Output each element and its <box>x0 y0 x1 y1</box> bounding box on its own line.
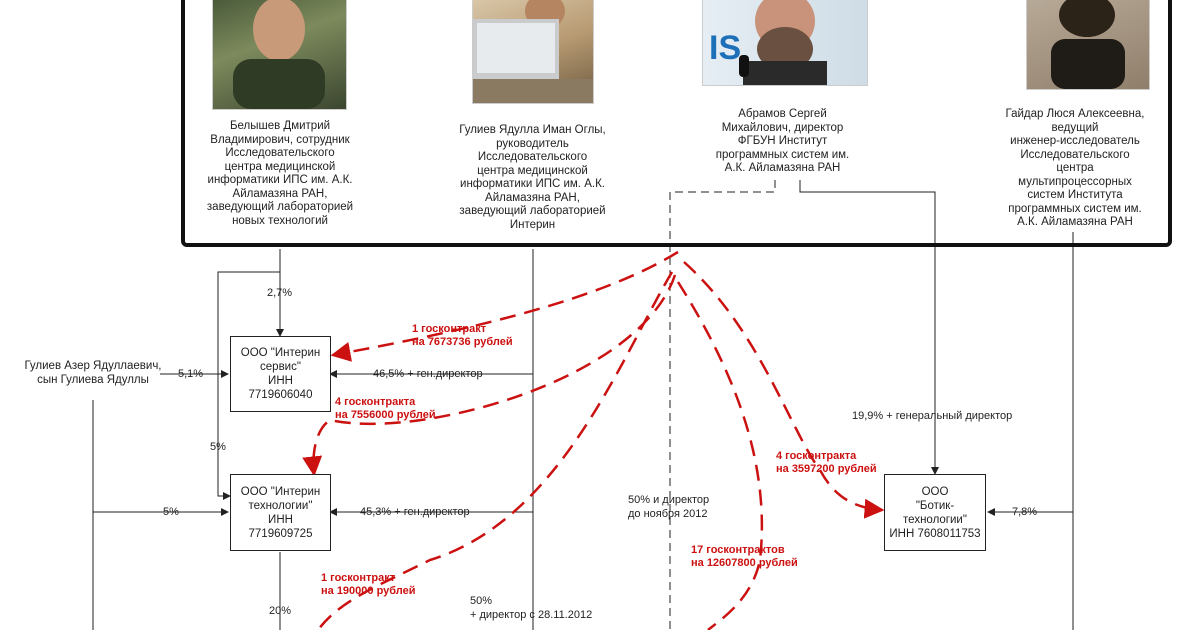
contract-label-c5: 1 госконтракт на 190000 рублей <box>321 572 416 597</box>
label-guliev-service: 46,5% + ген.директор <box>373 368 483 380</box>
caption-gaydar: Гайдар Люся Алексеевна, ведущий инженер-… <box>1005 108 1145 228</box>
contract-label-c2: 4 госконтракта на 7556000 рублей <box>335 396 436 421</box>
photo-guliev <box>472 0 594 104</box>
employees-frame <box>181 0 1172 247</box>
label-son-service: 5,1% <box>178 368 204 380</box>
photo-belyshev <box>212 0 347 110</box>
line-abramov-botik <box>799 180 939 475</box>
company-botik: ООО "Ботик-технологии" ИНН 7608011753 <box>884 474 986 551</box>
portrait-icon <box>1051 0 1125 89</box>
label-tech-down: 20% <box>269 605 292 617</box>
contract-arrow-c5 <box>316 271 674 630</box>
label-bottom-share: 50% + директор с 28.11.2012 <box>470 595 593 621</box>
portrait-icon: IS <box>709 0 827 85</box>
label-gaydar-botik: 7,8% <box>1012 506 1038 518</box>
portrait-icon <box>233 0 325 109</box>
contract-arrow-c2 <box>302 274 677 477</box>
portrait-icon <box>473 0 593 103</box>
svg-text:IS: IS <box>709 29 741 67</box>
contract-label-c4: 17 госконтрактов на 12607800 рублей <box>691 544 798 569</box>
label-son-tech: 5% <box>163 506 179 518</box>
caption-guliev: Гулиев Ядулла Иман Оглы, руководитель Ис… <box>459 124 606 231</box>
line-gaydar-botik <box>987 232 1074 516</box>
label-abramov-botik: 19,9% + генеральный директор <box>852 410 1013 422</box>
company-interin-service: ООО "Интерин сервис" ИНН 7719606040 <box>230 336 331 412</box>
contract-label-c3: 4 госконтракта на 3597200 рублей <box>776 450 877 475</box>
photo-gaydar <box>1026 0 1150 90</box>
line-belyshev-tech <box>217 271 280 500</box>
label-service-tech: 5% <box>210 441 226 453</box>
company-interin-tech: ООО "Интерин технологии" ИНН 7719609725 <box>230 474 331 551</box>
label-belyshev-share: 2,7% <box>267 287 293 299</box>
caption-abramov: Абрамов Сергей Михайлович, директор ФГБУ… <box>715 108 850 174</box>
caption-son: Гулиев Азер Ядуллаевич, сын Гулиева Ядул… <box>24 360 162 386</box>
contract-label-c1: 1 госконтракт на 7673736 рублей <box>412 323 513 348</box>
caption-belyshev: Белышев Дмитрий Владимирович, сотрудник … <box>206 120 354 227</box>
contract-arrow-c1 <box>330 250 679 362</box>
label-dashed-share: 50% и директор до ноября 2012 <box>628 494 710 520</box>
label-guliev-tech: 45,3% + ген.директор <box>360 506 470 518</box>
line-abramov-dashed <box>669 180 776 630</box>
photo-abramov: IS <box>702 0 868 86</box>
contract-arrow-c4 <box>676 281 764 630</box>
